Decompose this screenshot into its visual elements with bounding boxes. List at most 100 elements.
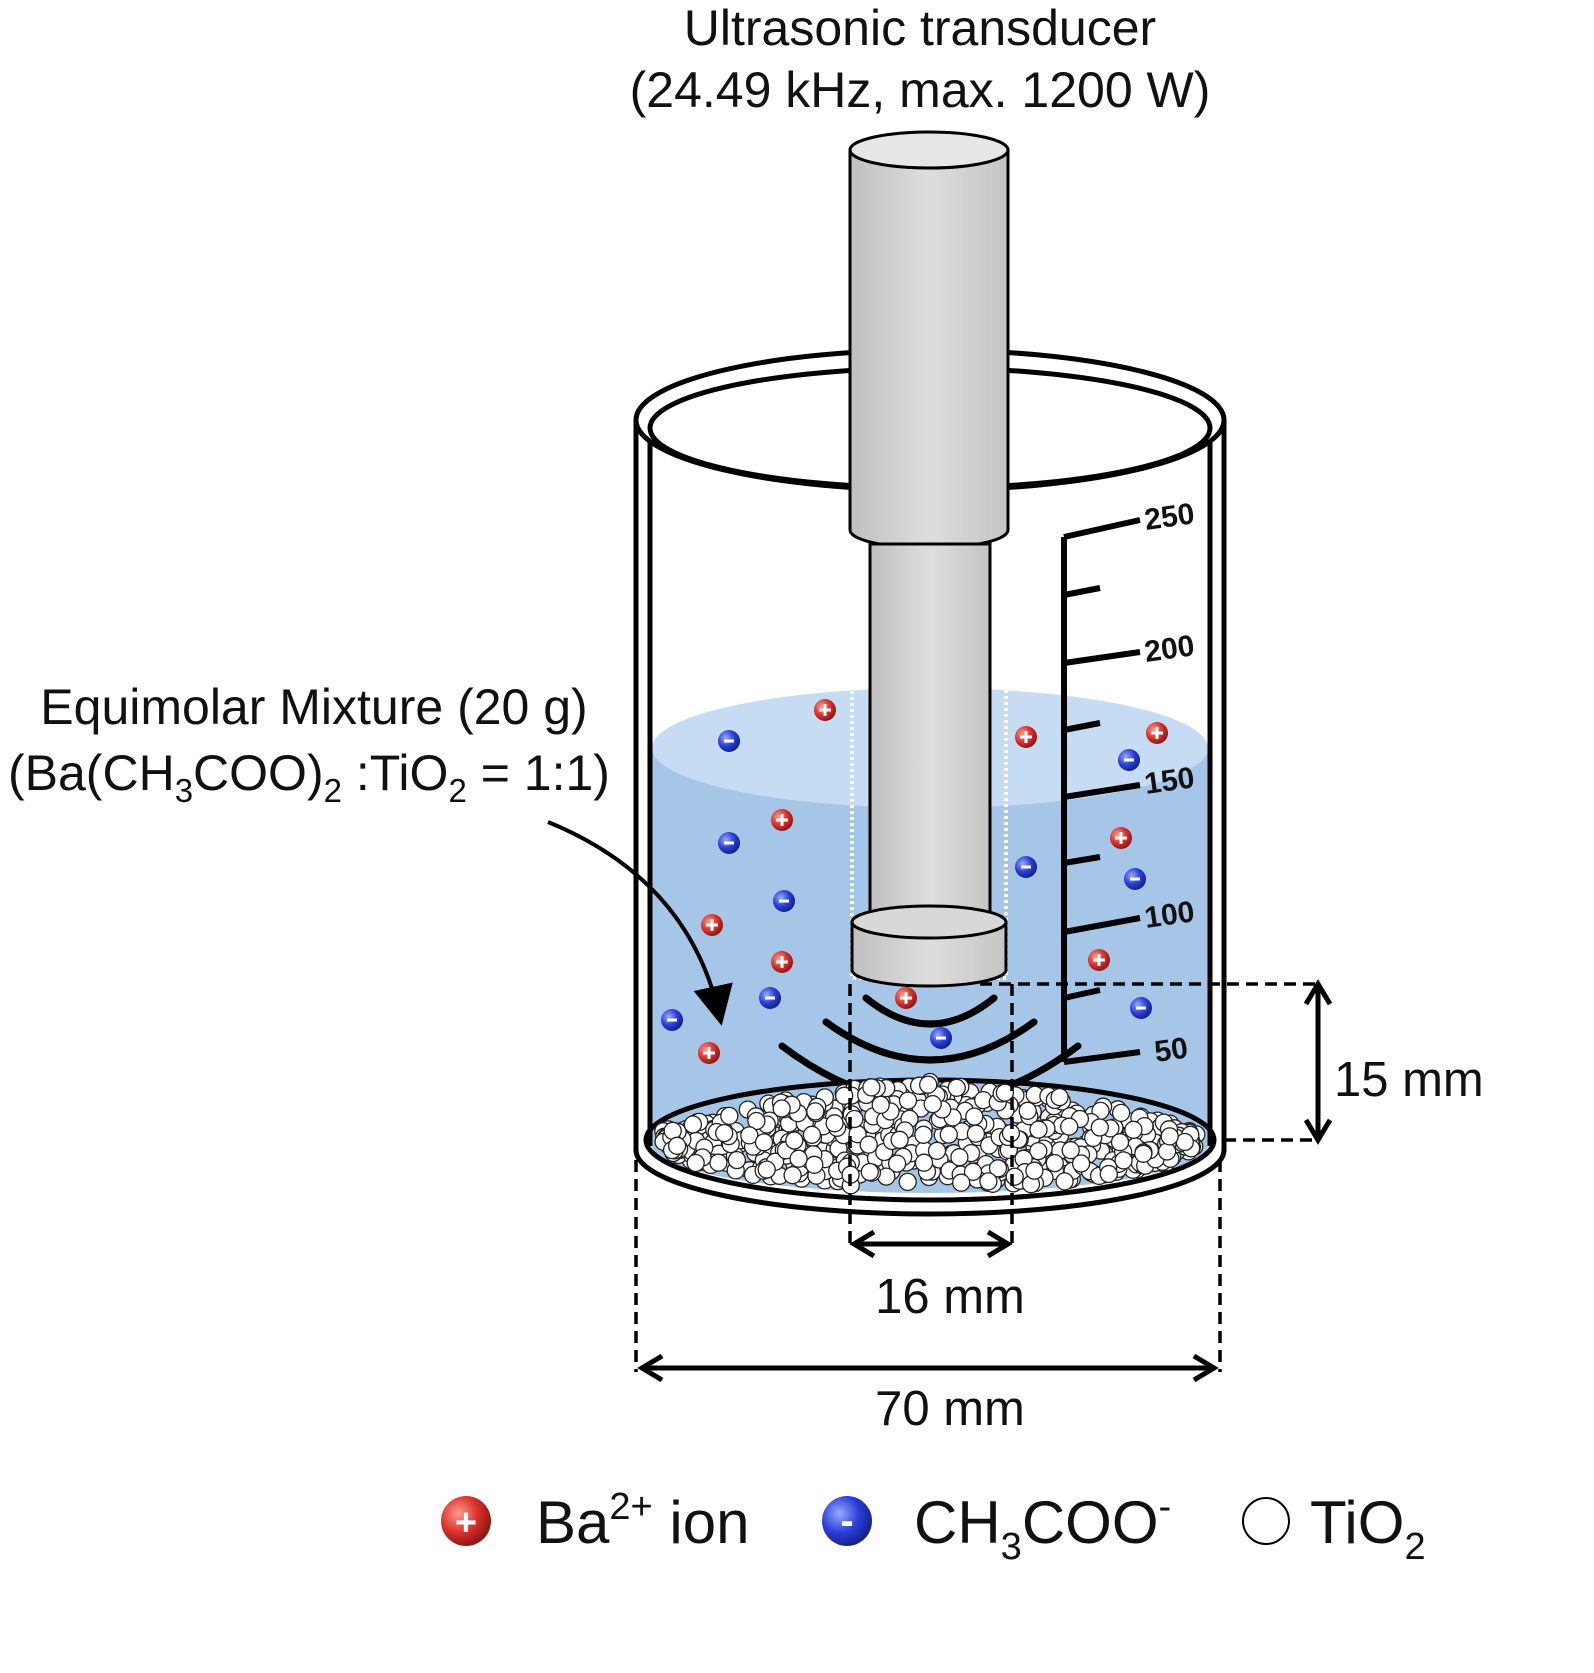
ba-ion: [814, 699, 836, 721]
tio2-particle: [1050, 1087, 1069, 1107]
tio2-particle: [757, 1160, 776, 1179]
tio2-particle: [806, 1102, 825, 1121]
acetate-ion: [773, 890, 795, 912]
scale-tick-labels: 250 200 150 100 50: [1142, 497, 1196, 1069]
legend: + Ba2+ ion - CH3COO- TiO2: [441, 1486, 1426, 1568]
ba-ion: [895, 987, 917, 1009]
tio2-particle: [1060, 1117, 1079, 1136]
tio2-particle: [667, 1136, 687, 1155]
tio2-particle: [785, 1131, 804, 1150]
graduation-scale: [1061, 517, 1141, 1065]
legend-ba-ion-label: Ba2+ ion: [536, 1486, 749, 1556]
ba-ion: [1088, 949, 1110, 971]
ba-ion: [771, 951, 793, 973]
tio2-particle: [772, 1099, 791, 1118]
tio2-particle: [715, 1123, 734, 1143]
tio2-particle: [988, 1159, 1008, 1178]
beaker-dimension: [634, 1160, 1222, 1383]
tio2-particle: [898, 1172, 917, 1192]
acetate-ion: [759, 987, 781, 1009]
horn-tip-top: [850, 904, 1008, 940]
tio2-particle: [950, 1148, 969, 1167]
tio2-particle: [1160, 1127, 1179, 1146]
tio2-particle: [1029, 1120, 1048, 1139]
horn-dimension: [848, 984, 1014, 1259]
tio2-particle: [919, 1075, 938, 1094]
horn-top-cap: [848, 130, 1010, 170]
tio2-particle: [720, 1106, 739, 1126]
tio2-particle: [825, 1114, 844, 1133]
horn-tip: [850, 920, 1008, 988]
tio2-particle: [1114, 1151, 1133, 1170]
tio2-particle: [805, 1155, 824, 1174]
transducer-label-line2: (24.49 kHz, max. 1200 W): [630, 62, 1211, 118]
legend-ba-ion-icon: [441, 1496, 491, 1546]
legend-acetate-ion-icon-symbol: -: [840, 1499, 853, 1543]
tio2-particle: [783, 1166, 802, 1185]
ultrasonic-horn: [848, 130, 1010, 988]
mixture-label-line1: Equimolar Mixture (20 g): [40, 679, 587, 735]
tio2-particle: [966, 1124, 986, 1143]
tick-label-250: 250: [1142, 497, 1196, 537]
legend-acetate-ion-label: CH3COO-: [914, 1486, 1171, 1568]
legend-tio2-icon: [1242, 1497, 1290, 1545]
tio2-particle: [965, 1107, 984, 1126]
tick-label-150: 150: [1142, 761, 1196, 801]
tio2-particle: [947, 1078, 966, 1097]
horn-shaft: [868, 542, 992, 932]
tio2-particle: [887, 1154, 907, 1173]
horn-upper-body: [848, 148, 1010, 550]
ba-ion: [1015, 726, 1037, 748]
ba-ion: [698, 1042, 720, 1064]
tio2-particle: [1045, 1153, 1064, 1173]
tio2-particle: [1055, 1172, 1074, 1191]
tio2-particle: [898, 1091, 918, 1110]
tio2-particle: [995, 1083, 1015, 1102]
tio2-particle: [686, 1153, 705, 1173]
acetate-ion: [1124, 868, 1146, 890]
tio2-particle: [754, 1133, 774, 1152]
acetate-ion: [1130, 997, 1152, 1019]
tio2-particle: [914, 1125, 933, 1144]
tio2-particle: [663, 1121, 682, 1140]
tio2-particle: [1005, 1167, 1024, 1186]
tio2-particle: [1071, 1154, 1091, 1173]
tio2-particle: [1157, 1142, 1177, 1161]
tio2-particle: [862, 1078, 881, 1097]
tio2-particle: [747, 1111, 766, 1131]
beaker-bottom-outer: [633, 1149, 1227, 1217]
tio2-particle: [789, 1149, 808, 1168]
beaker-diameter-label: 70 mm: [875, 1382, 1025, 1436]
tio2-particle: [859, 1135, 878, 1154]
tio2-particle: [890, 1130, 909, 1149]
tio2-particle: [871, 1095, 890, 1115]
legend-ba-ion: + Ba2+ ion: [441, 1486, 749, 1556]
legend-tio2: TiO2: [1242, 1489, 1426, 1568]
wave-arc-2: [822, 1018, 1038, 1064]
tick-label-200: 200: [1142, 629, 1196, 669]
tio2-particle: [1018, 1101, 1037, 1120]
mixture-label-line2: (Ba(CH3COO)2 :TiO2 = 1:1): [8, 745, 610, 809]
tio2-particle: [1175, 1132, 1194, 1152]
acetate-ion: [718, 832, 740, 854]
tio2-particle: [952, 1173, 971, 1192]
depth-dimension: [980, 979, 1333, 1145]
ba-ion: [701, 914, 723, 936]
horn-dotted-halo: [850, 680, 1008, 980]
tio2-particle: [802, 1125, 822, 1144]
mixture-pointer-arrow: [547, 820, 733, 1026]
tio2-particle: [1061, 1141, 1080, 1160]
tio2-particle: [1110, 1133, 1130, 1152]
tick-label-100: 100: [1142, 895, 1196, 935]
tio2-particle: [727, 1150, 747, 1170]
tio2-particle: [1099, 1164, 1118, 1184]
wave-arc-1: [862, 994, 998, 1028]
transducer-label-line1: Ultrasonic transducer: [684, 0, 1156, 56]
tio2-particle: [1025, 1161, 1044, 1180]
tio2-particle: [914, 1153, 934, 1172]
depth-label: 15 mm: [1334, 1053, 1484, 1107]
tio2-particle: [963, 1162, 983, 1181]
ba-ion: [1110, 827, 1132, 849]
legend-acetate-ion: - CH3COO-: [822, 1486, 1171, 1568]
